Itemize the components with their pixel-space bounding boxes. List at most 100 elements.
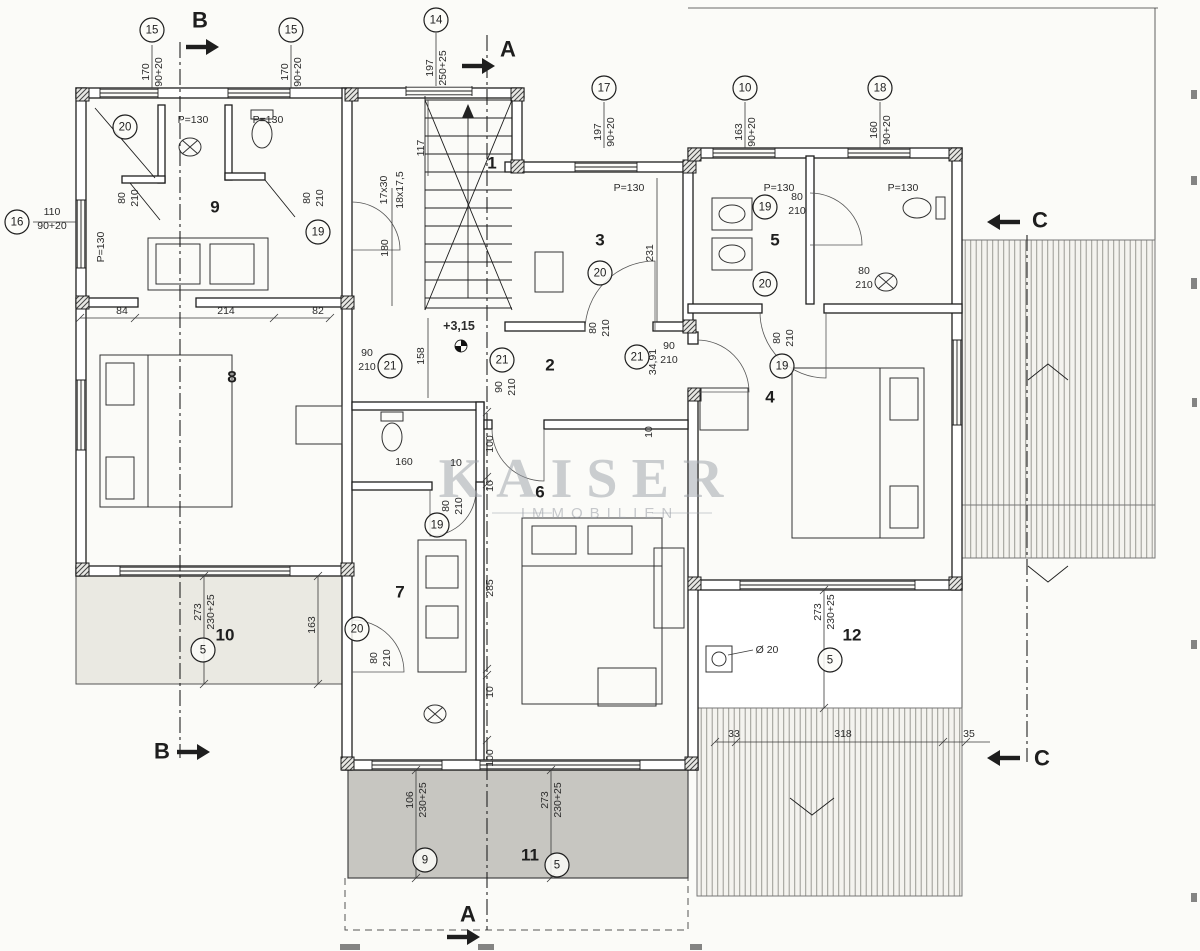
dimension-label: 230+25: [417, 782, 429, 817]
stair-arrow-icon: [462, 104, 474, 118]
svg-text:19: 19: [312, 227, 325, 239]
dimension-label: P=130: [888, 182, 919, 194]
dimension-label: 34,91: [647, 349, 659, 375]
svg-text:B: B: [192, 8, 208, 33]
dimension-label: 17x30: [378, 176, 390, 205]
dimension-label: 210: [855, 279, 873, 291]
wall: [341, 87, 353, 771]
dimension-label: 106: [404, 791, 416, 809]
section-marker-b: B: [154, 739, 210, 764]
dimension-label: 100: [484, 749, 496, 767]
column-marker: [687, 147, 702, 162]
section-arrow-icon: [482, 58, 495, 74]
wall: [823, 303, 963, 314]
dimension-label: 80: [791, 191, 803, 203]
dimension-label: 273: [812, 603, 824, 621]
position-marker: 20: [587, 260, 613, 286]
svg-text:21: 21: [631, 352, 644, 364]
column-marker: [75, 562, 90, 577]
window-icon: [371, 760, 443, 770]
position-marker: 20: [344, 616, 370, 642]
dimension-label: 80: [440, 500, 452, 512]
svg-text:15: 15: [146, 25, 159, 37]
section-arrow-icon: [987, 214, 1000, 230]
column-marker: [682, 159, 697, 174]
svg-text:19: 19: [776, 361, 789, 373]
column-marker: [510, 87, 525, 102]
room-number: 11: [521, 846, 539, 865]
shower-basin-icon: [874, 272, 898, 292]
dimension-label: 231: [644, 244, 656, 262]
roof-hatch-right: [961, 239, 1156, 559]
window-icon: [712, 148, 776, 158]
position-marker: 10: [732, 75, 758, 101]
column-marker: [344, 87, 359, 102]
room-number: 4: [765, 388, 775, 407]
bed-room4: [791, 367, 925, 539]
watermark: KAISER IMMOBILIEN: [439, 448, 724, 522]
wall: [805, 155, 815, 305]
terraces-and-roofs: [75, 239, 1156, 931]
section-arrow-icon: [1000, 219, 1020, 225]
column-marker: [75, 87, 90, 102]
washbasin-icon: [423, 704, 447, 724]
wall: [543, 419, 689, 430]
position-marker: 14: [423, 7, 449, 33]
column-marker: [340, 562, 355, 577]
dimension-label: 163: [306, 616, 318, 634]
position-marker: 9: [412, 847, 438, 873]
section-arrow-icon: [467, 929, 480, 945]
dimension-label: 110: [44, 206, 61, 218]
dimension-label: 90: [361, 347, 373, 359]
svg-text:20: 20: [119, 122, 132, 134]
desk-room6: [597, 667, 657, 707]
dimension-label: 250+25: [437, 50, 449, 85]
section-marker-c: C: [987, 746, 1050, 771]
dimension-label: 10: [484, 480, 496, 492]
cabinet-room6: [653, 547, 685, 629]
wardrobe-room4: [699, 387, 749, 431]
svg-text:10: 10: [739, 83, 752, 95]
watermark-line2: IMMOBILIEN: [521, 505, 679, 522]
wall: [121, 175, 166, 184]
window-icon: [76, 199, 86, 269]
door-leaf-lines: [129, 179, 296, 221]
page-border-lines: [688, 7, 1158, 240]
wall: [687, 303, 763, 314]
section-arrow-icon: [447, 934, 467, 940]
window-icon: [952, 339, 962, 426]
kitchen-counter-room7: [417, 539, 467, 673]
room-number: 5: [770, 231, 779, 250]
svg-text:21: 21: [384, 361, 397, 373]
dimension-label: 82: [312, 305, 324, 317]
room-number: 12: [843, 626, 862, 645]
dimension-label: 230+25: [825, 594, 837, 629]
columns-group: [75, 87, 963, 771]
svg-text:19: 19: [759, 202, 772, 214]
svg-text:9: 9: [422, 855, 428, 867]
svg-text:A: A: [500, 37, 516, 62]
column-marker: [687, 387, 702, 402]
dimension-label: 318: [834, 728, 852, 740]
window-icon: [479, 760, 641, 770]
dashed-outline-below: [344, 878, 689, 931]
column-marker: [684, 756, 699, 771]
window-icon: [405, 86, 473, 96]
bed-room8: [99, 354, 233, 508]
window-icon: [739, 580, 916, 590]
wall: [351, 401, 485, 411]
section-arrow-icon: [206, 39, 219, 55]
svg-text:C: C: [1032, 208, 1048, 233]
svg-text:19: 19: [431, 520, 444, 532]
dimension-label: 35: [963, 728, 975, 740]
dimension-label: 170: [279, 63, 291, 81]
dimension-label: 197: [592, 123, 604, 141]
dimension-label: 80: [771, 332, 783, 344]
window-icon: [574, 162, 638, 172]
position-marker: 19: [305, 219, 331, 245]
dimension-label: 90+20: [881, 115, 893, 145]
column-marker: [340, 756, 355, 771]
dimension-label: 273: [192, 603, 204, 621]
